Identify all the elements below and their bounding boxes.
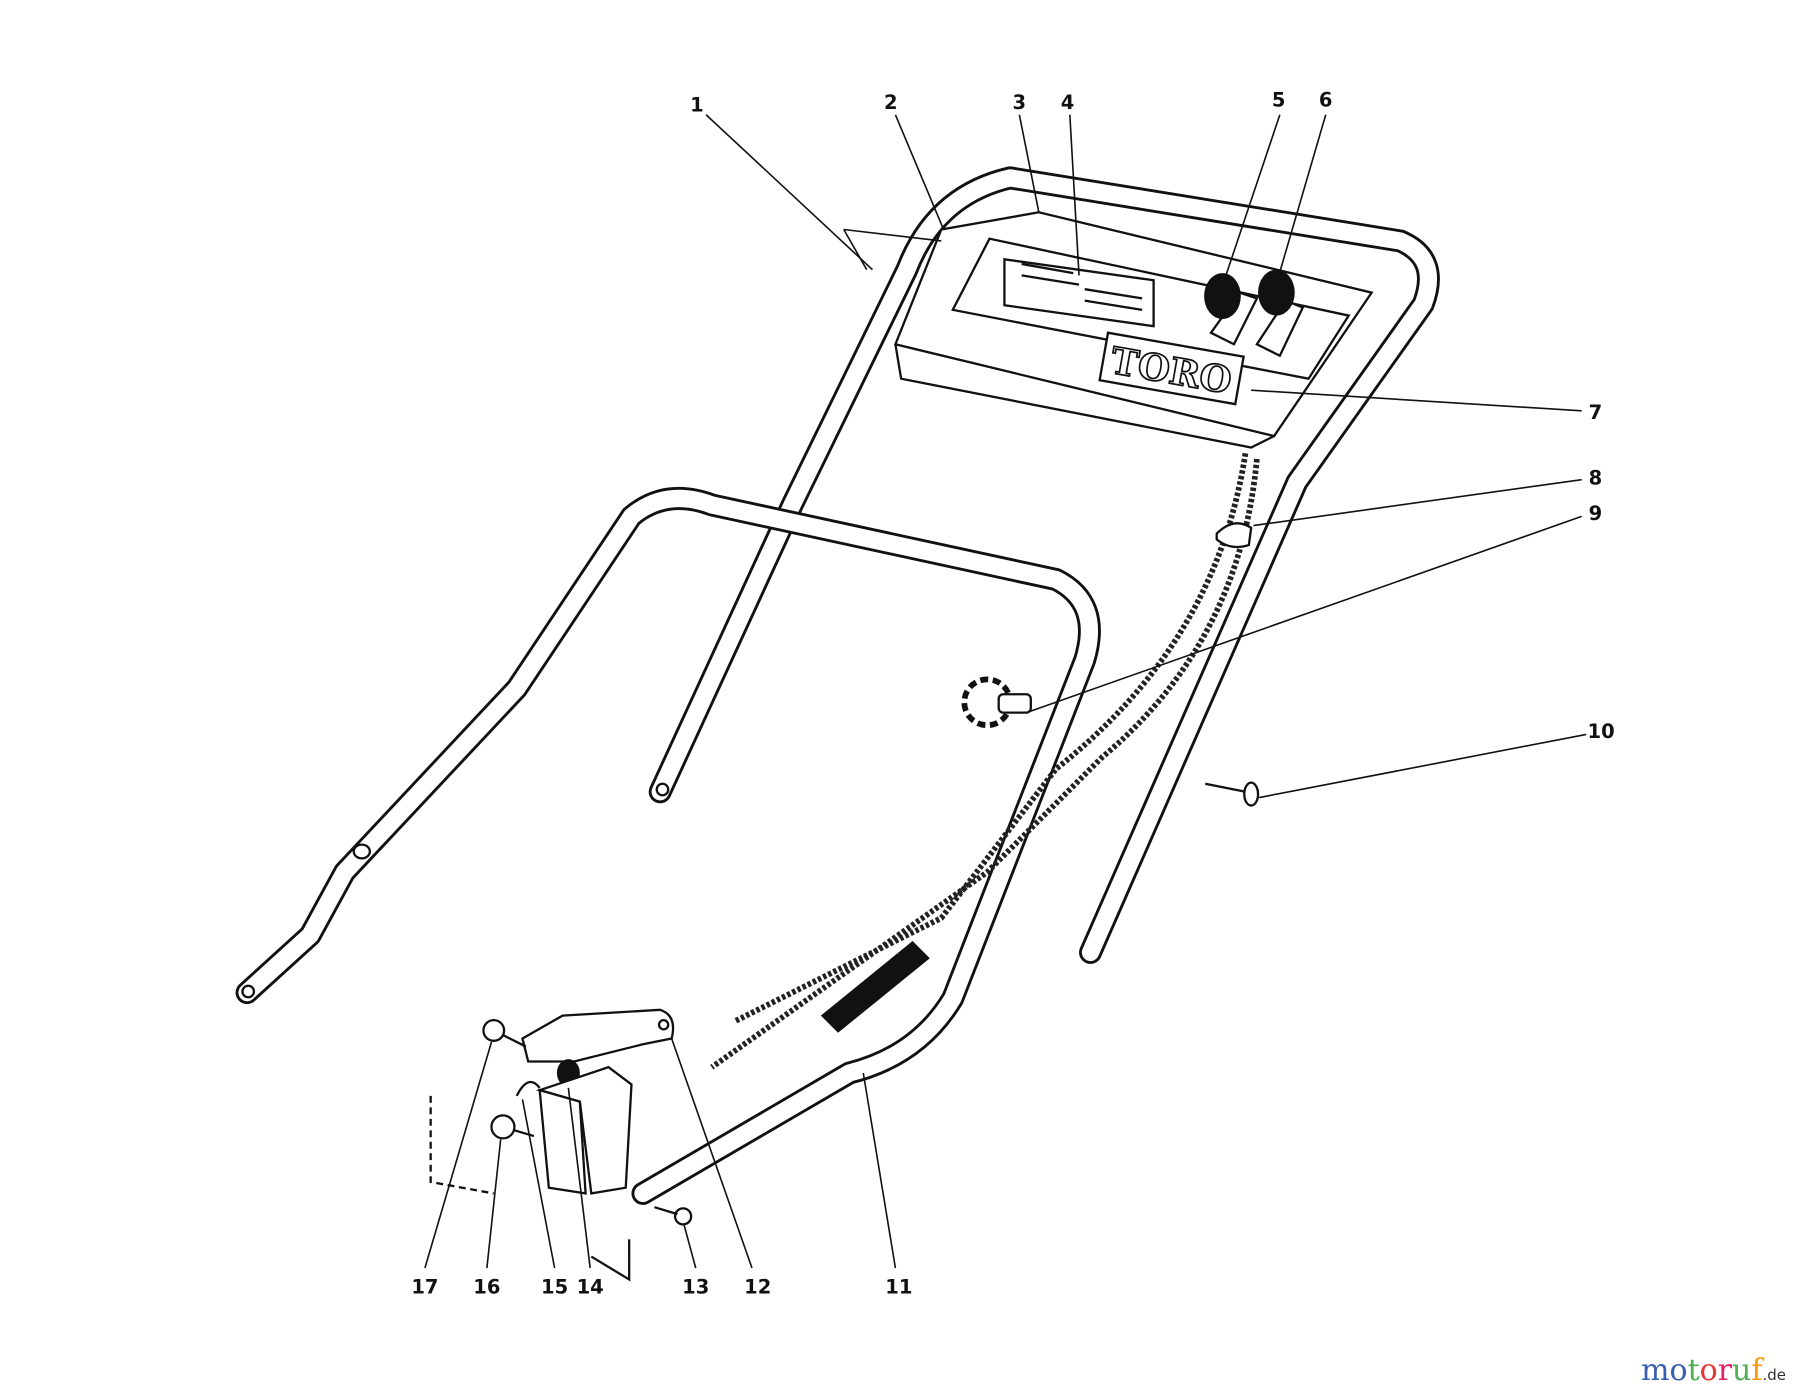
handle-knob [961,676,1032,729]
lower-handle [235,487,1101,1205]
watermark-letter: t [1687,1353,1700,1388]
cable-clip [1215,522,1253,549]
callout-13: 13 [682,1275,709,1298]
callout-9: 9 [1589,502,1603,525]
callout-12: 12 [744,1275,771,1298]
carriage-bolt [1205,781,1260,807]
leader-lines [424,114,1587,1269]
callout-10: 10 [1588,720,1615,743]
control-panel: TORO [893,211,1374,449]
decal-text-lines [1021,262,1143,311]
watermark-suffix: .de [1762,1366,1786,1384]
callout-5: 5 [1272,89,1286,112]
callout-3: 3 [1013,91,1027,114]
callout-11: 11 [885,1275,912,1298]
callout-labels: 1 2 3 4 5 6 7 8 9 10 11 12 13 14 15 16 1… [411,89,1614,1299]
callout-6: 6 [1319,89,1333,112]
watermark-letter: m [1641,1353,1670,1388]
callout-15: 15 [541,1275,568,1298]
watermark-letter: f [1751,1353,1763,1388]
watermark-logo: motoruf.de [1641,1353,1786,1388]
lower-hardware [429,1008,693,1282]
watermark-letter: o [1699,1353,1718,1388]
callout-16: 16 [473,1275,500,1298]
watermark-letter: r [1717,1353,1733,1388]
callout-2: 2 [884,91,898,114]
callout-8: 8 [1589,466,1603,489]
control-cables [710,452,1260,1070]
callout-7: 7 [1589,401,1603,424]
choke-knob [1258,269,1295,316]
control-levers [1204,269,1305,358]
watermark-letter: o [1669,1353,1688,1388]
cable-spring [820,940,930,1033]
watermark-main: motoruf [1641,1353,1762,1388]
callout-17: 17 [411,1275,438,1298]
upper-handle [648,166,1440,964]
watermark-letter: u [1732,1353,1752,1388]
callout-4: 4 [1061,91,1075,114]
callout-1: 1 [690,93,704,116]
callout-14: 14 [577,1275,604,1298]
throttle-knob [1204,273,1241,320]
